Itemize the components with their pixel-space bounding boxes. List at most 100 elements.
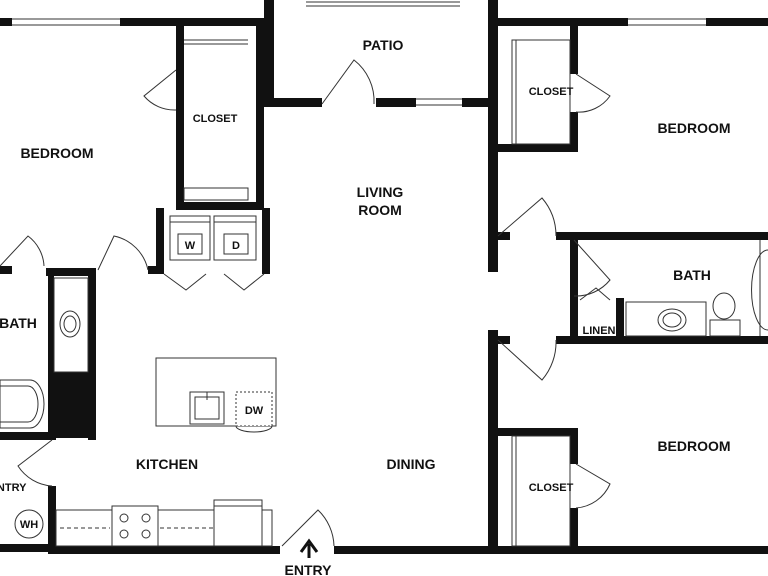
wall	[0, 18, 12, 26]
label-washer: W	[185, 240, 196, 252]
door-closet-right-bottom	[575, 463, 611, 509]
burner	[141, 529, 151, 539]
wall	[264, 0, 274, 106]
wall	[570, 26, 578, 74]
wall	[706, 18, 768, 26]
label-bedroom-right-bottom: BEDROOM	[657, 438, 730, 454]
walls	[0, 0, 768, 554]
wall	[616, 298, 624, 342]
label-closet-left: CLOSET	[193, 113, 238, 125]
sink-right-basin	[662, 312, 682, 328]
laundry	[169, 215, 257, 261]
sink-kitchen-basin	[194, 396, 220, 420]
door-patio	[321, 59, 375, 105]
label-patio: PATIO	[363, 37, 404, 53]
label-entry-left: ENTRY	[0, 482, 27, 494]
wall	[46, 268, 96, 276]
tub-left-inner	[0, 385, 39, 423]
refrigerator	[213, 499, 263, 547]
label-dishwasher: DW	[245, 405, 264, 417]
burner	[141, 513, 151, 523]
wall	[176, 26, 184, 208]
wall	[498, 144, 578, 152]
dryer-panel	[223, 233, 249, 255]
door-laundry-left	[163, 273, 207, 291]
wall	[48, 546, 280, 554]
wall	[570, 428, 578, 464]
dishwasher	[235, 391, 273, 427]
wall	[488, 330, 498, 554]
wall	[120, 18, 270, 26]
door-linen	[579, 287, 611, 301]
label-bedroom-left: BEDROOM	[20, 145, 93, 161]
wall	[0, 544, 52, 552]
wall	[496, 336, 510, 344]
wall	[570, 232, 578, 296]
door-closet-left	[143, 69, 177, 111]
sink-left-basin	[63, 315, 77, 333]
wall	[88, 268, 96, 440]
door-bedroom-left	[97, 235, 149, 271]
wall	[556, 232, 768, 240]
label-dryer: D	[232, 240, 240, 252]
wall	[488, 0, 498, 272]
door-bedroom-right-top	[497, 197, 557, 237]
entry-arrow-icon	[299, 538, 319, 558]
door-entry-closet	[17, 439, 53, 487]
burner	[119, 513, 129, 523]
door-laundry-right	[223, 273, 265, 291]
wall	[48, 276, 54, 440]
wall	[334, 546, 768, 554]
door-bath-left	[0, 235, 45, 267]
label-bath-left: BATH	[0, 315, 37, 331]
label-living-room-line2: ROOM	[358, 202, 402, 218]
label-closet-right-bottom: CLOSET	[529, 482, 574, 494]
wall	[48, 372, 88, 438]
fixture-labels: W D DW WH	[20, 240, 264, 531]
wall	[570, 112, 578, 152]
wall	[156, 208, 164, 274]
kitchen-island	[155, 357, 277, 433]
label-kitchen: KITCHEN	[136, 456, 198, 472]
bath-right-fixtures	[625, 249, 768, 337]
wall	[376, 98, 416, 107]
toilet-bowl	[712, 292, 736, 320]
wall	[264, 98, 322, 107]
doors	[0, 59, 611, 547]
door-closet-right-top	[575, 73, 611, 113]
wall	[176, 202, 264, 210]
label-water-heater: WH	[20, 519, 38, 531]
wall	[48, 486, 56, 552]
windows	[12, 1, 761, 336]
water-heater	[14, 509, 44, 539]
wall	[462, 98, 492, 107]
label-living-room-line1: LIVING	[357, 184, 404, 200]
toilet-tank	[709, 319, 741, 337]
label-entry-bottom: ENTRY	[285, 562, 333, 576]
wall	[570, 508, 578, 548]
wall	[256, 26, 264, 208]
tub-right	[751, 249, 768, 331]
label-dining: DINING	[387, 456, 436, 472]
burner	[119, 529, 129, 539]
wall	[570, 296, 578, 342]
label-linen: LINEN	[583, 325, 616, 337]
door-entry	[281, 509, 335, 547]
kitchen-counter	[14, 499, 273, 547]
room-labels: PATIO LIVING ROOM DINING KITCHEN BEDROOM…	[0, 37, 731, 576]
door-bedroom-right-bottom	[497, 339, 557, 381]
wall	[556, 336, 768, 344]
wall	[494, 18, 628, 26]
bath-left-fixtures	[0, 277, 89, 429]
label-closet-right-top: CLOSET	[529, 86, 574, 98]
label-bedroom-right-top: BEDROOM	[657, 120, 730, 136]
wall	[496, 232, 510, 240]
label-bath-right: BATH	[673, 267, 711, 283]
wall	[262, 208, 270, 274]
closet-shelves	[183, 39, 571, 547]
door-bath-right	[573, 239, 611, 297]
wall	[0, 432, 56, 440]
wall	[498, 428, 578, 436]
washer-panel	[177, 233, 203, 255]
